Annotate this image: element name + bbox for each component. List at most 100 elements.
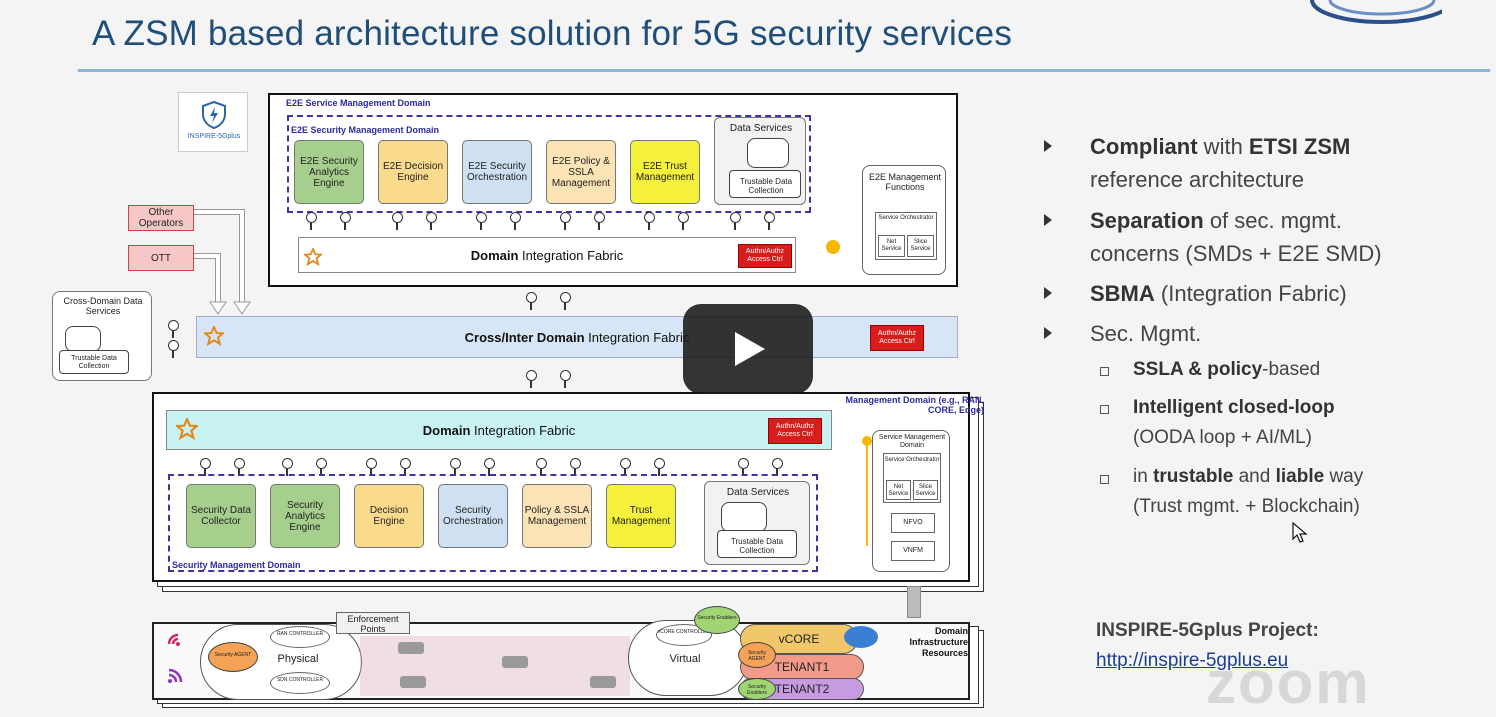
sub-bullet-1: SSLA & policy-based — [1133, 355, 1473, 385]
title-divider — [78, 69, 1490, 72]
bullet-2-text: of sec. mgmt. — [1203, 208, 1342, 233]
e2e-trust-management: E2E Trust Management — [630, 140, 700, 204]
bullet-2: Separation of sec. mgmt. concerns (SMDs … — [1090, 204, 1470, 270]
net-service-label: Net Service — [888, 484, 909, 497]
cross-trustable-label: Trustable Data Collection — [71, 355, 117, 370]
connector — [560, 292, 571, 310]
vcore-controller-label: vCORE CONTROLLER — [657, 629, 711, 635]
star-icon — [304, 248, 322, 266]
connector — [620, 458, 631, 476]
tenant-enabler-oval: Security Enablers — [738, 678, 776, 700]
service-mgmt-label: Service Management Domain — [878, 434, 946, 449]
bullet-marker — [1044, 327, 1052, 339]
connector — [772, 458, 783, 476]
tenant-agent-label: Security AGENT — [747, 650, 767, 662]
sub-bullet-3-text: way — [1324, 466, 1364, 487]
connector — [536, 458, 547, 476]
database-icon — [65, 326, 101, 352]
auth-badge: Authn/Authz Access Ctrl — [768, 418, 822, 444]
bullet-1-text: with — [1197, 134, 1249, 159]
project-link[interactable]: http://inspire-5gplus.eu — [1096, 650, 1289, 671]
api-line — [866, 446, 868, 546]
star-icon — [204, 326, 224, 346]
tenant-enabler-label: Security Enablers — [747, 684, 767, 696]
inspire-logo: INSPIRE-5Gplus — [178, 92, 248, 152]
connector — [282, 458, 293, 476]
domain-trustable-collection: Trustable Data Collection — [717, 530, 797, 558]
connector — [560, 370, 571, 388]
sub-bullet-3-bold: trustable — [1153, 466, 1234, 487]
connector — [392, 212, 403, 230]
connector — [450, 458, 461, 476]
connector — [306, 212, 317, 230]
connector — [168, 340, 179, 358]
security-enablers-label: Security Enablers — [697, 615, 737, 621]
enforcement-points-box: Enforcement Points — [336, 612, 410, 634]
bullet-marker — [1044, 140, 1052, 152]
connector — [426, 212, 437, 230]
security-mgmt-domain: Security Management Domain — [168, 474, 818, 572]
domain-fabric: Domain Integration Fabric — [166, 410, 832, 450]
corner-logo-icon — [1310, 0, 1442, 24]
bullet-marker — [1044, 214, 1052, 226]
service-mgmt-domain: Service Management Domain Service Orches… — [872, 430, 950, 572]
sub-bullet-1-bold: SSLA & policy — [1133, 359, 1263, 380]
bullet-2-bold: Separation — [1090, 208, 1204, 233]
domain-trustable-label: Trustable Data Collection — [730, 537, 784, 555]
security-mgmt-domain-label: Security Management Domain — [172, 560, 301, 570]
service-orchestrator-label: Service Orchestrator — [878, 215, 934, 221]
sub-bullet-marker — [1100, 475, 1109, 484]
service-orchestrator-box: Service Orchestrator Net Service Slice S… — [875, 212, 937, 260]
connector — [560, 212, 571, 230]
connector — [570, 458, 581, 476]
connector — [764, 212, 775, 230]
security-data-collector: Security Data Collector — [186, 484, 256, 548]
connector — [730, 212, 741, 230]
data-services-label: Data Services — [726, 487, 790, 498]
connector — [400, 458, 411, 476]
connector — [484, 458, 495, 476]
fabric-rest: Integration Fabric — [518, 247, 624, 263]
connector — [168, 320, 179, 338]
bullet-2-line2: concerns (SMDs + E2E SMD) — [1090, 241, 1382, 266]
slice-service-box: Slice Service — [907, 235, 934, 257]
bullet-1: Compliant with ETSI ZSM reference archit… — [1090, 130, 1470, 196]
database-icon — [721, 502, 767, 532]
domain-infra-label: Domain Infrastructure Resources — [909, 626, 968, 658]
nfvo-box: NFVO — [891, 513, 935, 533]
sub-bullet-marker — [1100, 405, 1109, 414]
bullet-1-bold2: ETSI ZSM — [1248, 134, 1351, 159]
security-orchestration: Security Orchestration — [438, 484, 508, 548]
api-dot — [862, 436, 872, 446]
connector — [234, 458, 245, 476]
e2e-domain-fabric: Domain Integration Fabric — [298, 237, 796, 273]
physical-label: Physical — [277, 653, 319, 665]
ran-controller-label: RAN CONTROLLER — [276, 631, 324, 637]
e2e-management-functions: E2E Management Functions Service Orchest… — [862, 165, 946, 275]
security-agent-label: Security AGENT — [214, 652, 252, 658]
e2e-decision-engine: E2E Decision Engine — [378, 140, 448, 204]
ran-controller-oval: RAN CONTROLLER — [270, 626, 330, 648]
e2e-service-domain-label: E2E Service Management Domain — [286, 98, 431, 108]
vcore-controller-oval: vCORE CONTROLLER — [656, 624, 712, 646]
video-play-button[interactable] — [683, 304, 813, 394]
auth-badge: Authn/Authz Access Ctrl — [870, 325, 924, 351]
connector — [654, 458, 665, 476]
net-service-box: Net Service — [886, 480, 911, 500]
slice-service-label: Slice Service — [910, 239, 931, 252]
cross-domain-fabric: Cross/Inter Domain Integration Fabric — [196, 316, 958, 358]
sub-bullet-3-pre: in — [1133, 466, 1154, 487]
down-arrow — [907, 586, 921, 618]
tenant-agent-oval: Security AGENT — [738, 642, 776, 668]
slice-service-label: Slice Service — [915, 484, 936, 497]
router-icon — [502, 656, 528, 668]
security-agent-oval: Security AGENT — [208, 642, 258, 672]
shield-icon — [202, 101, 226, 129]
sub-bullet-2: Intelligent closed-loop (OODA loop + AI/… — [1133, 393, 1473, 453]
sub-bullet-2-bold: Intelligent closed-loop — [1133, 397, 1335, 418]
star-icon — [176, 418, 198, 440]
device-orchestrator-box: Service Orchestrator Net Service Slice S… — [883, 453, 941, 503]
logo-text: INSPIRE-5Gplus — [187, 133, 241, 140]
other-operators-box: Other Operators — [128, 205, 194, 231]
api-dot — [826, 240, 840, 254]
